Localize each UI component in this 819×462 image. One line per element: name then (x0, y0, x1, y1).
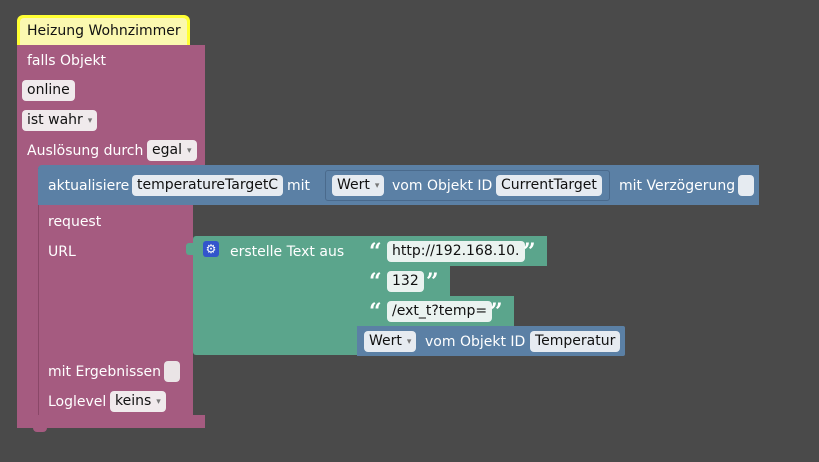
chevron-down-icon: ▾ (156, 397, 161, 407)
chevron-down-icon: ▾ (406, 337, 412, 347)
hat-block[interactable] (20, 18, 187, 45)
close-quote-icon: ” (523, 239, 536, 265)
trigger-dropdown[interactable]: egal ▾ (147, 140, 197, 161)
text-part-2-field[interactable]: 132 (387, 271, 424, 292)
delay-label: mit Verzögerung (619, 178, 736, 194)
results-input-slot[interactable] (164, 361, 180, 382)
close-quote-icon: ” (490, 299, 503, 325)
temperature-of-object-label: vom Objekt ID (425, 334, 526, 350)
open-quote-icon: “ (369, 299, 382, 325)
update-label: aktualisiere (48, 178, 130, 194)
loglevel-label: Loglevel (48, 394, 107, 410)
request-block[interactable] (38, 205, 193, 415)
event-block-footer (17, 415, 205, 428)
request-label: request (48, 214, 102, 230)
condition-value: ist wahr (27, 112, 83, 128)
results-label: mit Ergebnissen (48, 364, 162, 380)
hat-title: Heizung Wohnzimmer (27, 23, 181, 39)
open-quote-icon: “ (369, 239, 382, 265)
temperature-value-label: Wert (369, 333, 402, 349)
value-dropdown-label: Wert (337, 177, 370, 193)
trigger-value: egal (152, 142, 182, 158)
loglevel-dropdown[interactable]: keins ▾ (110, 391, 166, 412)
temperature-value-dropdown[interactable]: Wert ▾ (364, 331, 417, 352)
close-quote-icon: ” (426, 269, 439, 295)
chevron-down-icon: ▾ (374, 181, 380, 191)
text-join-connector (186, 243, 194, 255)
trigger-label: Auslösung durch (27, 143, 144, 159)
event-block-tab (33, 426, 47, 432)
object-value-field[interactable]: online (22, 80, 75, 101)
value-dropdown[interactable]: Wert ▾ (332, 175, 385, 196)
of-object-label: vom Objekt ID (392, 178, 493, 194)
text-part-1-field[interactable]: http://192.168.10. (387, 241, 525, 262)
text-part-3-field[interactable]: /ext_t?temp= (387, 301, 493, 322)
text-join-block[interactable] (193, 236, 361, 355)
event-block-spine (17, 160, 38, 428)
loglevel-value: keins (115, 393, 152, 409)
text-join-label: erstelle Text aus (230, 244, 345, 260)
temperature-object-id-field[interactable]: Temperatur (530, 331, 621, 352)
condition-dropdown[interactable]: ist wahr ▾ (22, 110, 98, 131)
with-label: mit (287, 178, 311, 194)
chevron-down-icon: ▾ (87, 116, 93, 126)
gear-icon[interactable]: ⚙ (203, 241, 219, 257)
url-label: URL (48, 244, 76, 260)
object-id-field[interactable]: CurrentTarget (496, 175, 602, 196)
if-object-label: falls Objekt (27, 53, 107, 69)
target-field[interactable]: temperatureTargetC (132, 175, 284, 196)
chevron-down-icon: ▾ (186, 146, 192, 156)
open-quote-icon: “ (369, 269, 382, 295)
delay-input-slot[interactable] (738, 175, 754, 196)
